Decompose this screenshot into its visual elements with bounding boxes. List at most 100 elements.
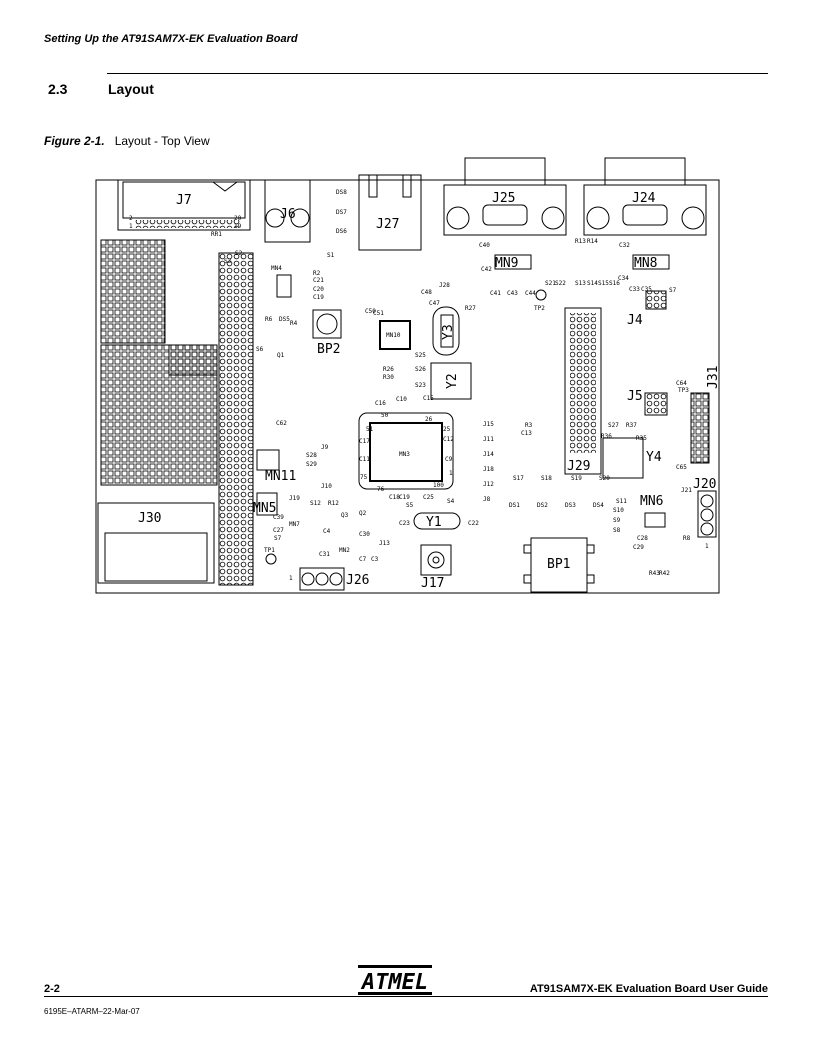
mn11-chip [256, 449, 280, 471]
c48-label: C48 [421, 289, 432, 296]
r2-label: R2 [313, 270, 321, 277]
tp1-label: TP1 [264, 547, 275, 554]
ds1-label: DS1 [509, 502, 520, 509]
c40-label: C40 [479, 242, 490, 249]
c35-label: C35 [641, 286, 652, 293]
c44-label: C44 [525, 290, 536, 297]
c27-label: C27 [273, 527, 284, 534]
rr1-label: RR1 [211, 231, 222, 238]
s4-label: S4 [447, 498, 455, 505]
j30-card-slot [97, 502, 215, 584]
figure-label: Figure 2-1. [44, 134, 105, 148]
y3-label: Y3 [441, 324, 456, 340]
j9-label: J9 [321, 444, 329, 451]
c30-label: C30 [359, 531, 370, 538]
c4-label: C4 [323, 528, 331, 535]
mn4-chip [276, 274, 292, 298]
footer-rule [44, 996, 768, 997]
c32-label: C32 [619, 242, 630, 249]
mn8-label: MN8 [634, 256, 657, 271]
q1-label: Q1 [277, 352, 285, 359]
c25-label: C25 [423, 494, 434, 501]
j6-label: J6 [280, 207, 296, 222]
tp3-label: TP3 [678, 387, 689, 394]
j30-label: J30 [138, 511, 161, 526]
c34-label: C34 [618, 275, 629, 282]
r43-label: R43 [649, 570, 660, 577]
guide-title: AT91SAM7X-EK Evaluation Board User Guide [529, 983, 768, 995]
mn4-label: MN4 [271, 265, 282, 272]
section-number: 2.3 [48, 81, 68, 97]
s8-label: S8 [613, 527, 621, 534]
j7-connector [117, 179, 251, 231]
y3-crystal [432, 306, 460, 356]
s7-label: S7 [669, 287, 677, 294]
c12-label: C12 [443, 436, 454, 443]
mn9-label: MN9 [495, 256, 518, 271]
s11-label: S11 [616, 498, 627, 505]
bp1-label: BP1 [547, 557, 570, 572]
s21-label: S21 [545, 280, 556, 287]
r35-label: R35 [636, 435, 647, 442]
j31-connector [690, 392, 710, 464]
j11-label: J11 [483, 436, 494, 443]
j7-pin19-label: 19 [234, 223, 242, 230]
j7-pin20-label: 20 [234, 215, 242, 222]
s25-label: S25 [415, 352, 426, 359]
s18-label: S18 [541, 475, 552, 482]
j27-connector [358, 174, 422, 251]
s10-label: S10 [613, 507, 624, 514]
mn5-chip [256, 492, 278, 516]
r8-label: R8 [683, 535, 691, 542]
s14-label: S14 [587, 280, 598, 287]
c11-label: C11 [359, 456, 370, 463]
mn7-label: MN7 [289, 521, 300, 528]
j29-connector [564, 307, 602, 475]
mn5-label: MN5 [253, 501, 276, 516]
j20-terminal [697, 490, 717, 538]
mn6-chip [644, 512, 666, 528]
document-id: 6195E–ATARM–22-Mar-07 [44, 1007, 140, 1016]
s16-label: S16 [609, 280, 620, 287]
c47-label: C47 [429, 300, 440, 307]
j20-pin1-label: 1 [705, 543, 709, 550]
c50-label: C50 [365, 308, 376, 315]
ds3-label: DS3 [565, 502, 576, 509]
j20-label: J20 [693, 477, 716, 492]
c39-label: C39 [273, 514, 284, 521]
j29-label: J29 [567, 459, 590, 474]
s20-label: S20 [599, 475, 610, 482]
mn6-label: MN6 [640, 494, 663, 509]
y1-label: Y1 [426, 515, 442, 530]
c9-label: C9 [445, 456, 453, 463]
c33-label: C33 [629, 286, 640, 293]
s22-label: S22 [555, 280, 566, 287]
mn3-pin1: 1 [449, 470, 453, 477]
tp1-testpoint [265, 553, 277, 565]
r6-label: R6 [265, 316, 273, 323]
j12-label: J12 [483, 481, 494, 488]
c10-label: C10 [396, 396, 407, 403]
s19-label: S19 [571, 475, 582, 482]
j14-label: J14 [483, 451, 494, 458]
s7b-label: S7 [274, 535, 282, 542]
r30-label: R30 [383, 374, 394, 381]
y2-crystal [430, 362, 472, 400]
j5-label: J5 [627, 389, 643, 404]
mn2-label: MN2 [339, 547, 350, 554]
j15-label: J15 [483, 421, 494, 428]
j27-label: J27 [376, 217, 399, 232]
c3-label: C3 [371, 556, 379, 563]
j13-label: J13 [379, 540, 390, 547]
mn10-chip [379, 320, 411, 350]
c19-label: C19 [313, 294, 324, 301]
ds7-label: DS7 [336, 209, 347, 216]
mn8-chip [632, 254, 670, 270]
j25-label: J25 [492, 191, 515, 206]
j26-pin1-label: 1 [289, 575, 293, 582]
c65-label: C65 [676, 464, 687, 471]
section-rule [107, 73, 768, 74]
bp1-joystick [530, 537, 588, 593]
j8-label: J8 [483, 496, 491, 503]
mn3-pin100: 100 [433, 482, 444, 489]
